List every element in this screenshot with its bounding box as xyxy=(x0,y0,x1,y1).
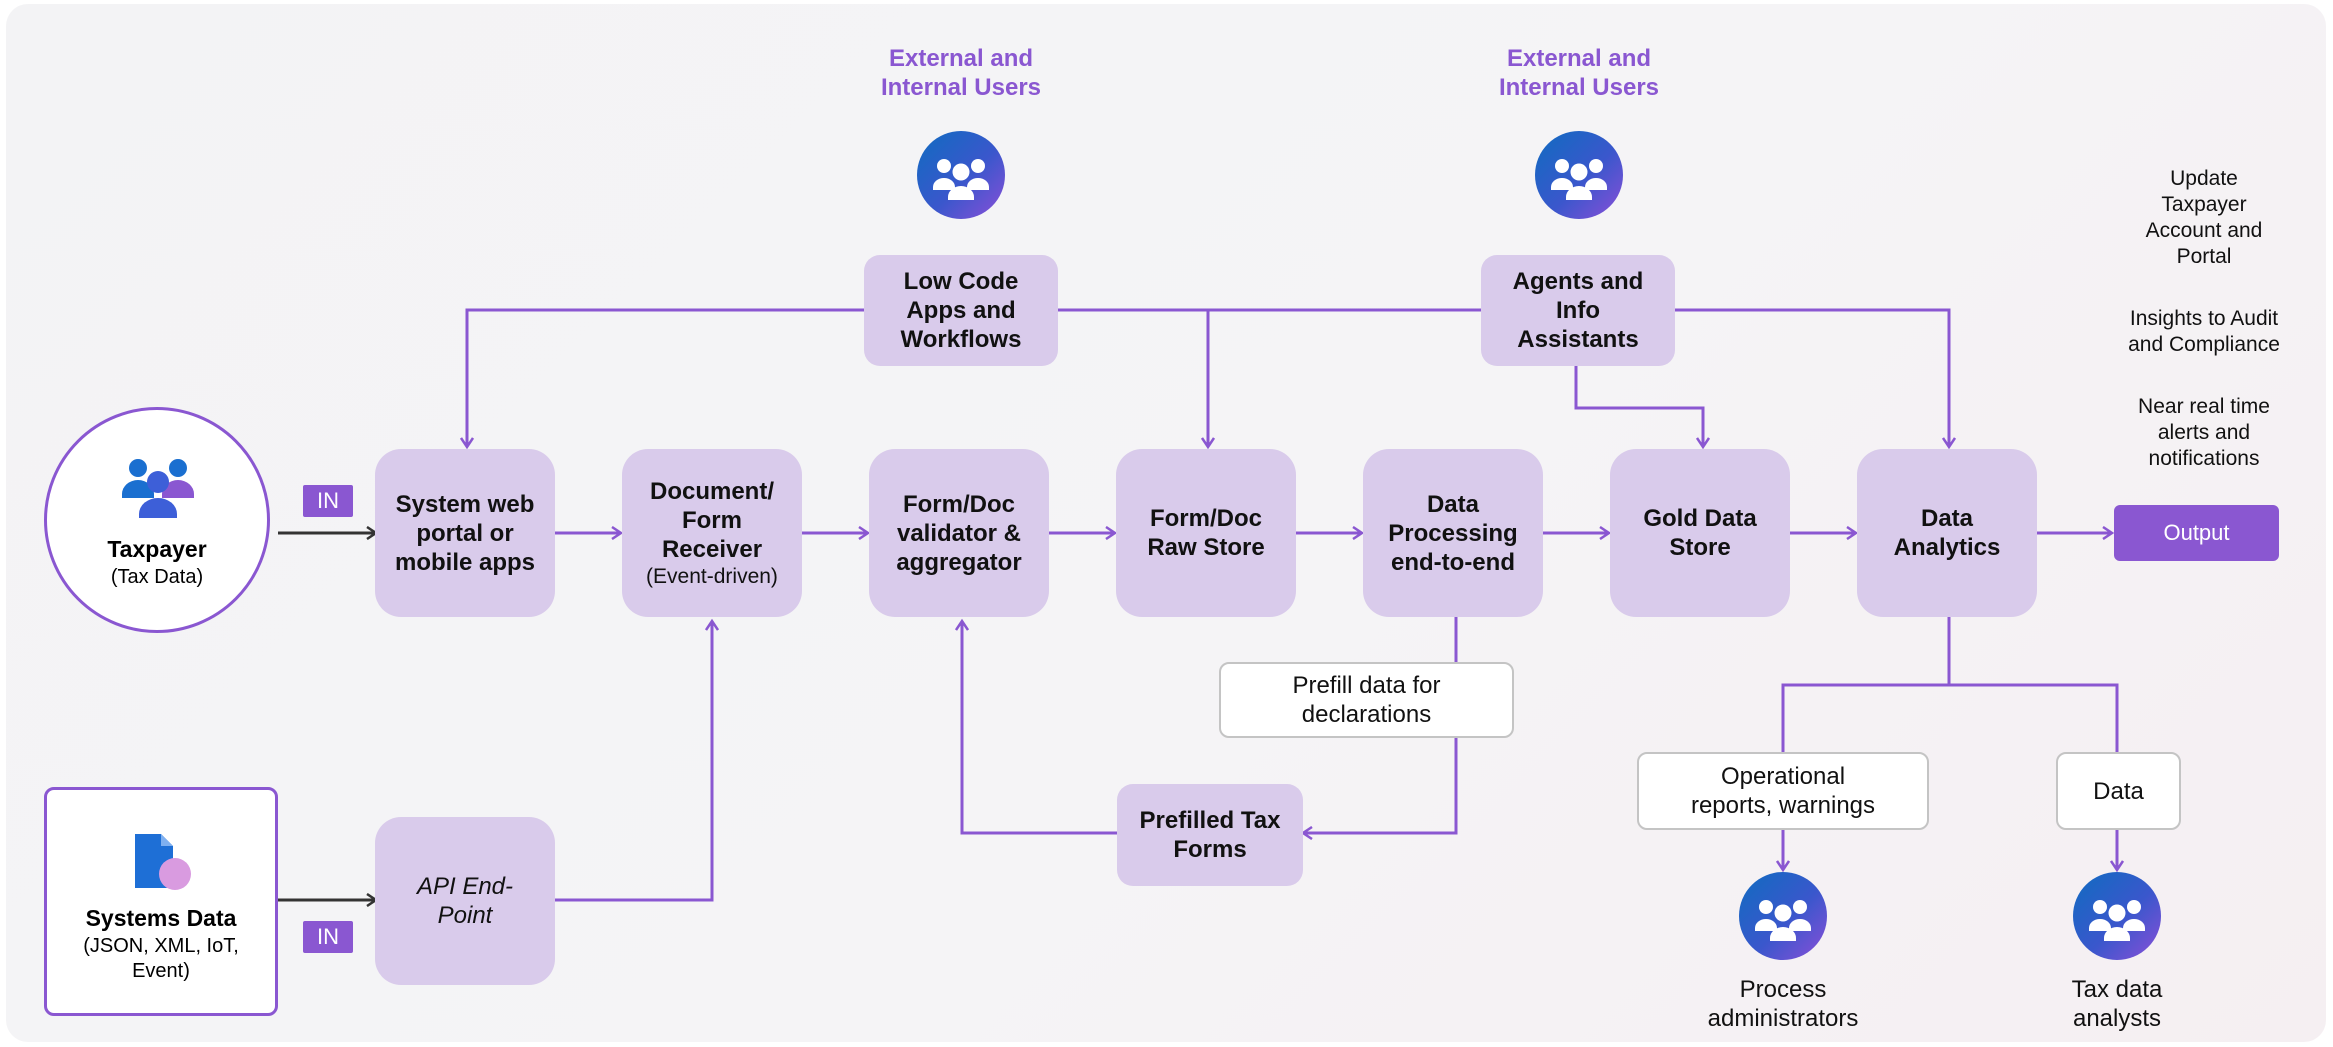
node-label: Document/ Form Receiver xyxy=(649,477,774,563)
prefilled-forms-node: Prefilled Tax Forms xyxy=(1117,784,1303,886)
annotation-text: Prefill data for declarations xyxy=(1292,672,1441,728)
node-label: Gold Data Store xyxy=(1643,505,1757,561)
validator-node: Form/Doc validator & aggregator xyxy=(869,449,1049,617)
node-label: System web portal or mobile apps xyxy=(394,490,536,576)
external-users-label: External and Internal Users xyxy=(880,45,1042,101)
node-label: Agents and Info Assistants xyxy=(1512,268,1644,353)
taxpayer-subtitle: (Tax Data) xyxy=(110,566,204,588)
output-badge: Output xyxy=(2114,505,2279,561)
systems-data-title: Systems Data xyxy=(85,905,237,931)
data-annotation: Data xyxy=(2056,752,2181,830)
web-portal-node: System web portal or mobile apps xyxy=(375,449,555,617)
taxpayer-title: Taxpayer xyxy=(107,536,207,562)
node-label: API End- Point xyxy=(416,873,514,929)
in-badge: IN xyxy=(303,921,353,953)
form-receiver-node: Document/ Form Receiver (Event-driven) xyxy=(622,449,802,617)
line-agents-to-analytics xyxy=(1675,308,1949,447)
api-endpoint-node: API End- Point xyxy=(375,817,555,985)
in-badge: IN xyxy=(303,485,353,517)
diagram-canvas: External and Internal Users External and… xyxy=(6,4,2326,1042)
line-agents-to-gold xyxy=(1574,366,1703,447)
node-label: Form/Doc validator & aggregator xyxy=(896,490,1022,576)
line-lowcode-to-portal xyxy=(467,308,864,447)
node-label: Data Processing end-to-end xyxy=(1388,490,1518,576)
data-analytics-node: Data Analytics xyxy=(1857,449,2037,617)
connector-lines xyxy=(278,308,2326,1042)
agents-assistants-node: Agents and Info Assistants xyxy=(1481,255,1675,366)
data-processing-node: Data Processing end-to-end xyxy=(1363,449,1543,617)
process-admin-label: Process administrators xyxy=(1707,976,1859,1032)
people-group-icon xyxy=(122,459,194,518)
node-sublabel: (Event-driven) xyxy=(646,564,778,588)
node-label: Form/Doc Raw Store xyxy=(1147,505,1265,561)
output-item: Insights to Audit and Compliance xyxy=(2128,307,2280,356)
node-label: Low Code Apps and Workflows xyxy=(900,268,1022,353)
systems-data-subtitle: (JSON, XML, IoT, Event) xyxy=(83,935,239,982)
tax-analysts-icon xyxy=(2073,872,2161,960)
raw-store-node: Form/Doc Raw Store xyxy=(1116,449,1296,617)
prefill-annotation: Prefill data for declarations xyxy=(1219,662,1514,738)
output-item: Near real time alerts and notifications xyxy=(2138,395,2270,470)
external-users-icon xyxy=(1535,131,1623,219)
output-item: Update Taxpayer Account and Portal xyxy=(2145,167,2263,268)
low-code-apps-node: Low Code Apps and Workflows xyxy=(864,255,1058,366)
document-icon xyxy=(135,834,191,890)
taxpayer-source: Taxpayer (Tax Data) xyxy=(44,407,270,633)
node-label: Prefilled Tax Forms xyxy=(1139,807,1281,863)
external-users-label: External and Internal Users xyxy=(1498,45,1660,101)
operational-reports-annotation: Operational reports, warnings xyxy=(1637,752,1929,830)
gold-data-store-node: Gold Data Store xyxy=(1610,449,1790,617)
annotation-text: Operational reports, warnings xyxy=(1690,763,1876,819)
node-label: Data Analytics xyxy=(1893,505,2001,561)
tax-analysts-label: Tax data analysts xyxy=(2071,976,2163,1032)
annotation-text: Data xyxy=(2093,777,2144,805)
systems-data-source: Systems Data (JSON, XML, IoT, Event) xyxy=(44,787,278,1016)
external-users-icon xyxy=(917,131,1005,219)
process-admin-icon xyxy=(1739,872,1827,960)
